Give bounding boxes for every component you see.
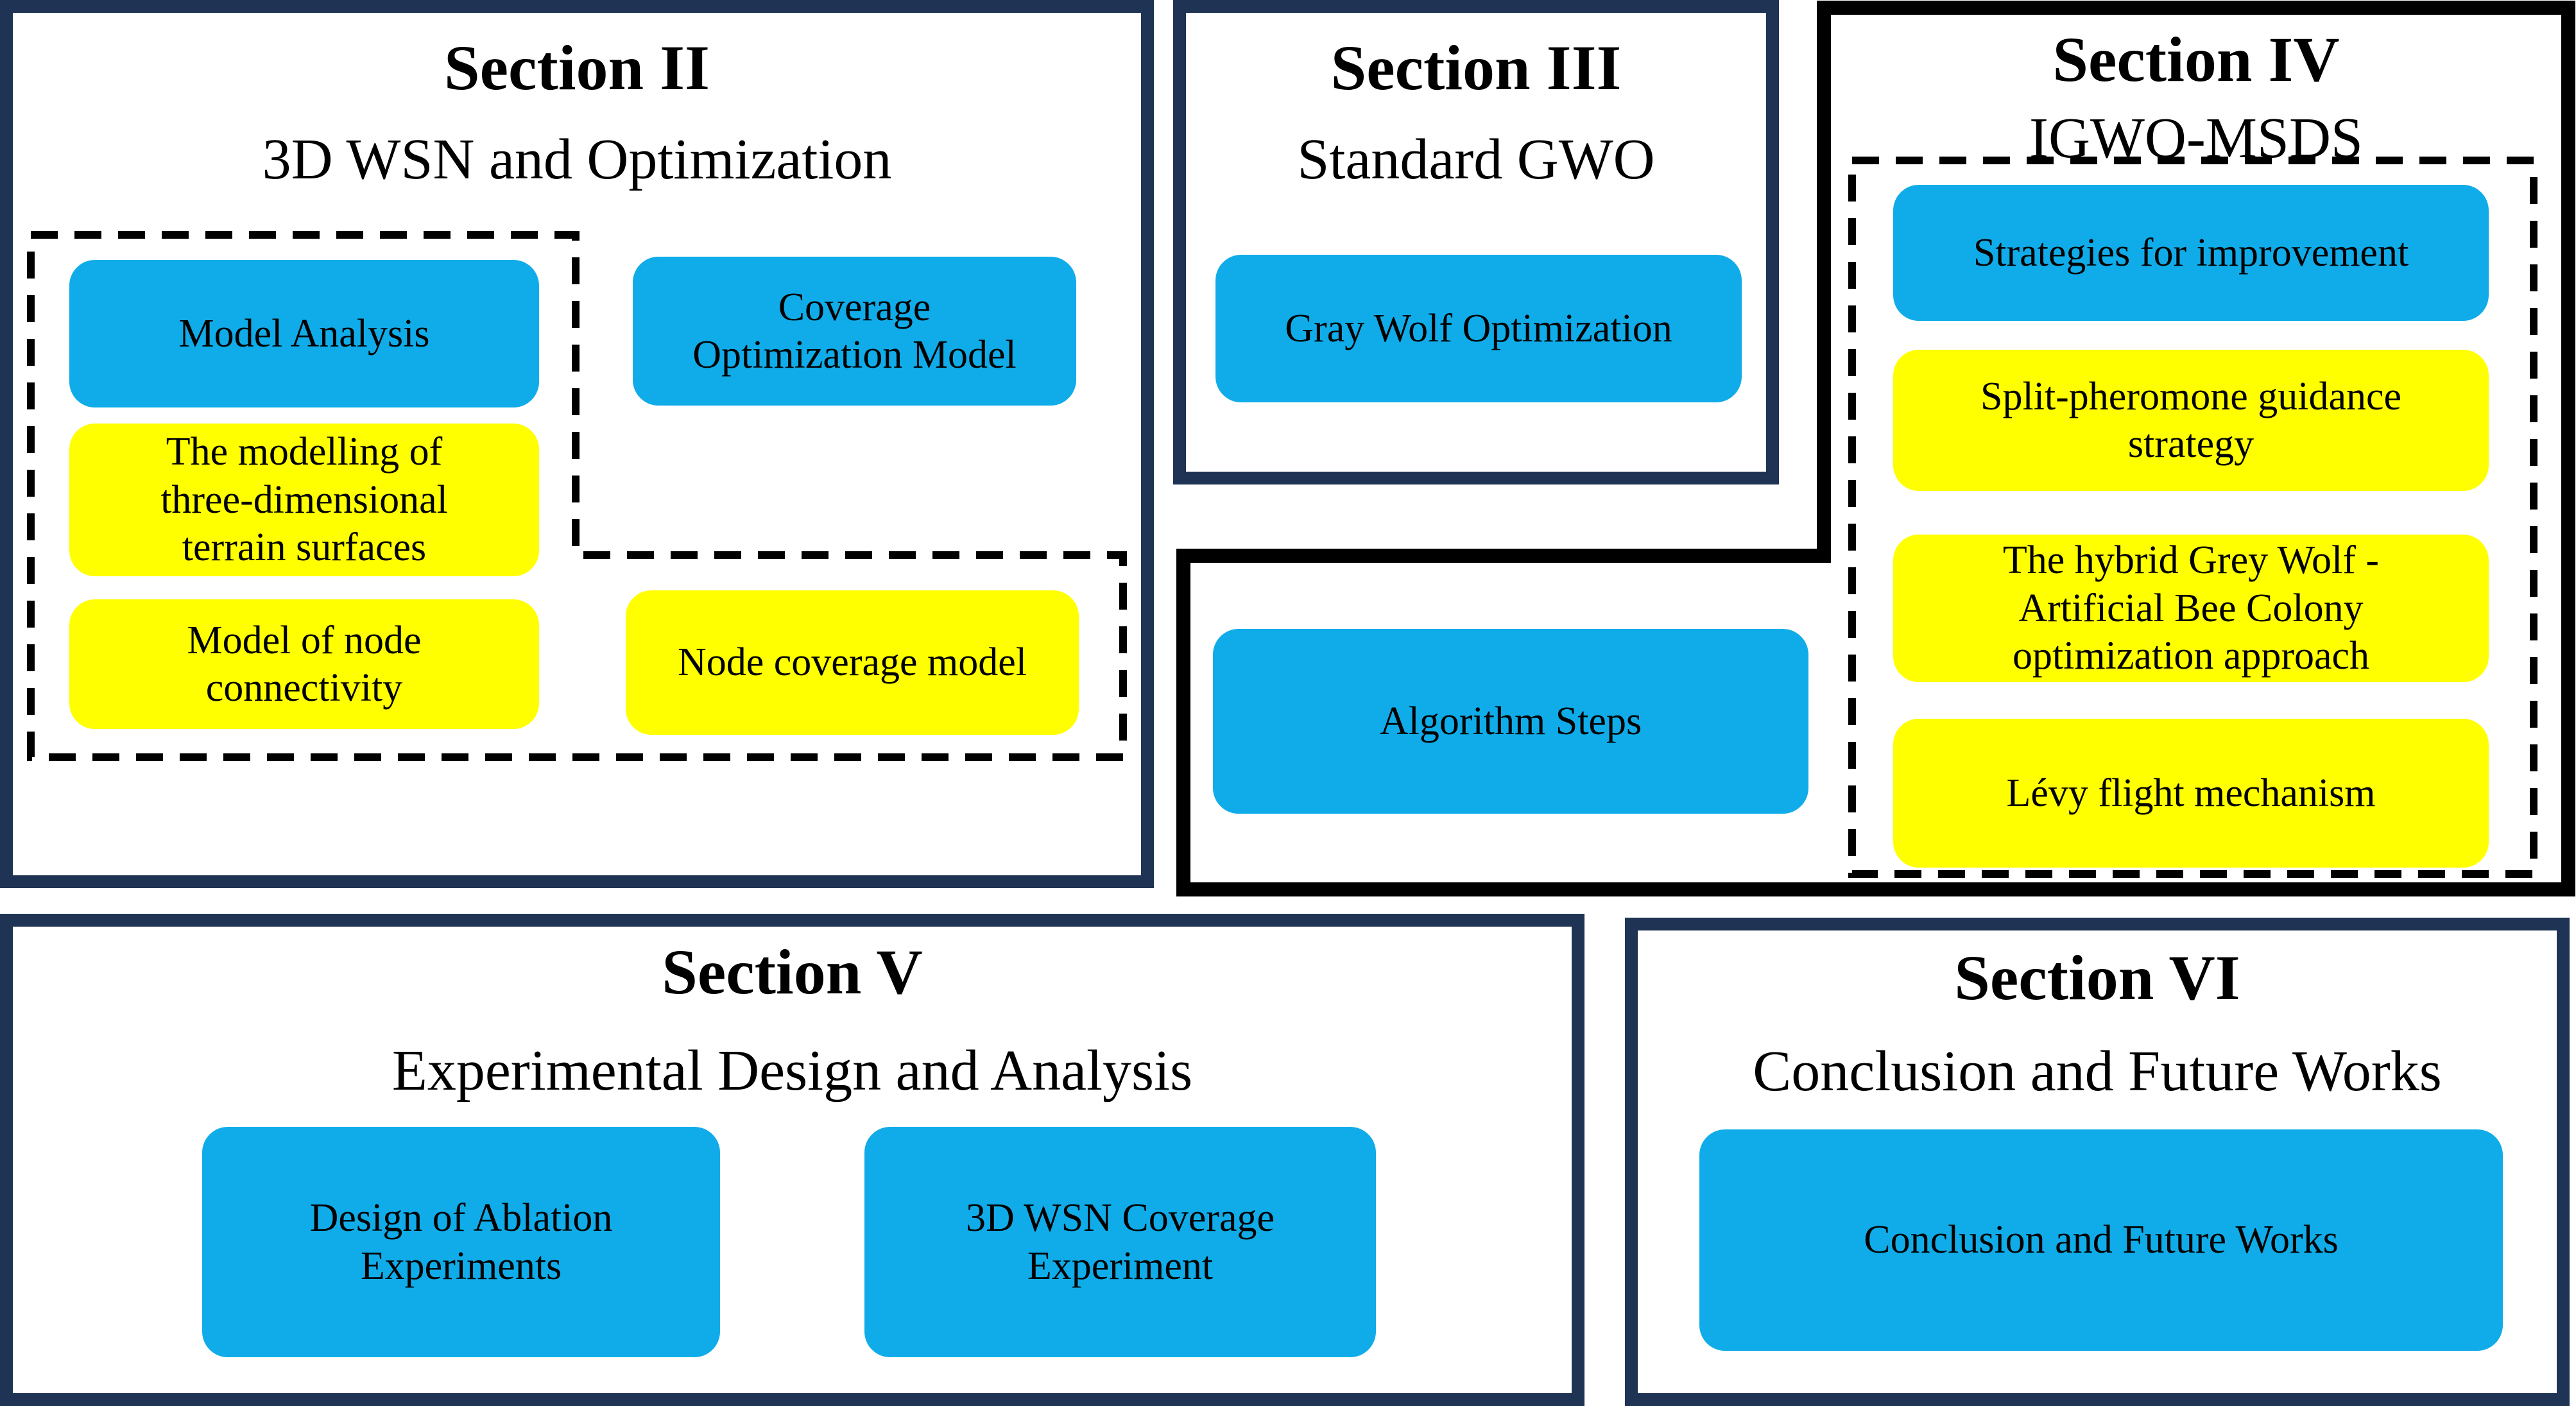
section2-dashed-group-border [27, 231, 1127, 761]
box-levy-flight-mechanism-label: Lévy flight mechanism [2006, 771, 2376, 815]
box-3d-wsn-coverage-experiment-label: 3D WSN Coverage Experiment [966, 1196, 1275, 1288]
box-coverage-optimization-model: Coverage Optimization Model [633, 257, 1076, 406]
box-modelling-terrain-surfaces: The modelling of three-dimensional terra… [69, 424, 539, 576]
box-gray-wolf-optimization-label: Gray Wolf Optimization [1285, 306, 1672, 350]
section-5-title: Section V [662, 936, 923, 1007]
box-hybrid-grey-wolf-abc-approach: The hybrid Grey Wolf - Artificial Bee Co… [1893, 535, 2489, 682]
section-6-panel: Section VI Conclusion and Future Works [1625, 918, 2570, 1406]
box-conclusion-and-future-works: Conclusion and Future Works [1699, 1129, 2503, 1351]
section-2-title: Section II [444, 32, 710, 103]
box-design-of-ablation-experiments-label: Design of Ablation Experiments [309, 1196, 613, 1288]
section-3-subtitle: Standard GWO [1297, 128, 1655, 191]
box-node-coverage-model-label: Node coverage model [678, 640, 1027, 685]
box-model-of-node-connectivity: Model of node connectivity [69, 599, 539, 729]
section-4-heading: Section IV IGWO-MSDS [1824, 19, 2568, 175]
box-modelling-terrain-surfaces-label: The modelling of three-dimensional terra… [160, 430, 448, 570]
section-6-subtitle: Conclusion and Future Works [1753, 1040, 2442, 1103]
box-hybrid-grey-wolf-abc-approach-label: The hybrid Grey Wolf - Artificial Bee Co… [2002, 538, 2380, 678]
box-strategies-for-improvement: Strategies for improvement [1893, 185, 2489, 321]
box-conclusion-and-future-works-label: Conclusion and Future Works [1864, 1218, 2339, 1262]
section-4-subtitle: IGWO-MSDS [2029, 107, 2363, 170]
section-3-title: Section III [1330, 32, 1622, 103]
box-strategies-for-improvement-label: Strategies for improvement [1973, 230, 2409, 275]
box-design-of-ablation-experiments: Design of Ablation Experiments [202, 1127, 720, 1357]
box-model-analysis: Model Analysis [69, 260, 539, 407]
section-4-title: Section IV [2052, 24, 2340, 95]
box-split-pheromone-guidance-strategy-label: Split-pheromone guidance strategy [1980, 374, 2401, 466]
section-5-subtitle: Experimental Design and Analysis [391, 1039, 1193, 1102]
box-algorithm-steps: Algorithm Steps [1213, 629, 1808, 814]
section-3-panel: Section III Standard GWO [1173, 0, 1779, 484]
section-2-subtitle: 3D WSN and Optimization [262, 128, 892, 191]
box-gray-wolf-optimization: Gray Wolf Optimization [1215, 255, 1742, 402]
box-levy-flight-mechanism: Lévy flight mechanism [1893, 719, 2489, 868]
box-coverage-optimization-model-label: Coverage Optimization Model [692, 285, 1017, 377]
box-3d-wsn-coverage-experiment: 3D WSN Coverage Experiment [864, 1127, 1376, 1357]
section-2-panel: Section II 3D WSN and Optimization [0, 0, 1154, 888]
box-split-pheromone-guidance-strategy: Split-pheromone guidance strategy [1893, 350, 2489, 491]
box-algorithm-steps-label: Algorithm Steps [1379, 699, 1642, 743]
box-model-analysis-label: Model Analysis [178, 311, 430, 356]
section-5-panel: Section V Experimental Design and Analys… [0, 914, 1584, 1406]
section-6-title: Section VI [1954, 942, 2240, 1013]
box-model-of-node-connectivity-label: Model of node connectivity [187, 618, 422, 710]
box-node-coverage-model: Node coverage model [626, 590, 1079, 735]
